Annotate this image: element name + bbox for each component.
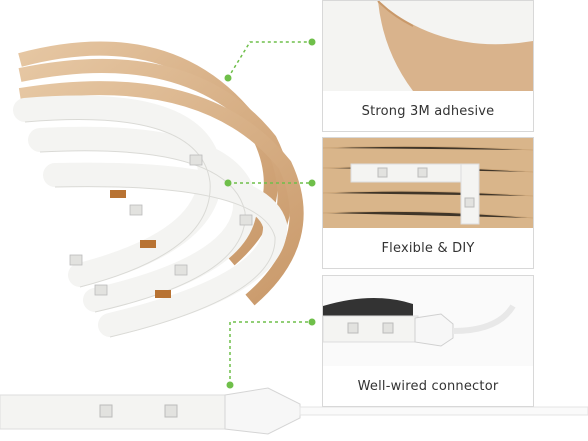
feature-panel-connector: Well-wired connector: [322, 275, 534, 407]
feature-panel-flexible: Flexible & DIY: [322, 137, 534, 269]
wire-connector-image: [323, 276, 533, 366]
feature-caption-flexible: Flexible & DIY: [381, 240, 475, 256]
cut-strip-on-wood-image: [323, 138, 533, 228]
feature-caption-adhesive: Strong 3M adhesive: [361, 103, 495, 119]
adhesive-backing-image: [323, 1, 533, 91]
feature-caption-connector: Well-wired connector: [357, 378, 499, 394]
feature-panel-adhesive: Strong 3M adhesive: [322, 0, 534, 132]
